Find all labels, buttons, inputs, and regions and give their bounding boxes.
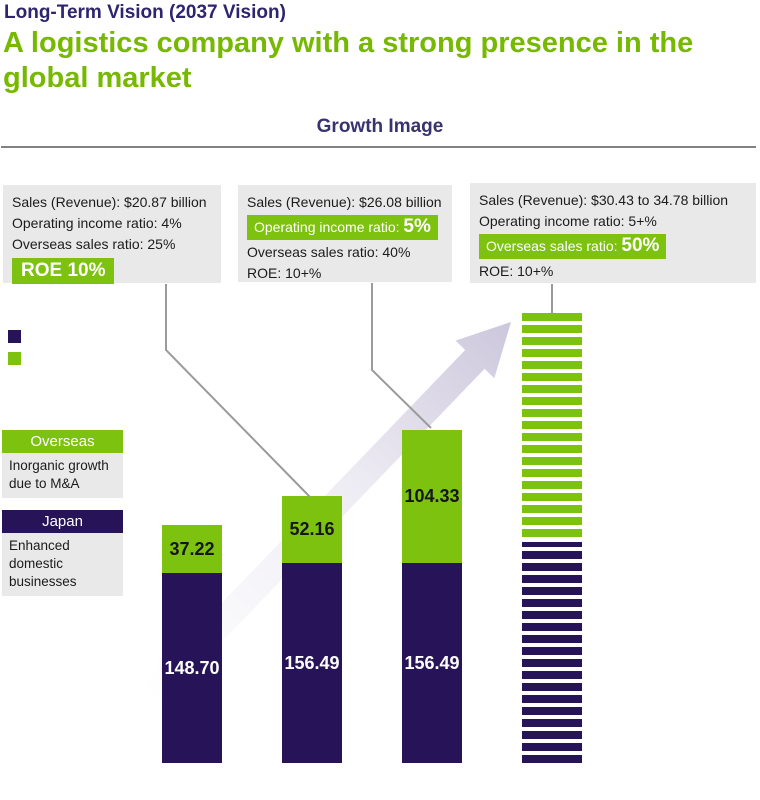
callout-box-midterm: Sales (Revenue): $26.08 billion Operatin… — [238, 185, 452, 282]
bar1-japan-segment: 148.70 — [162, 573, 222, 763]
overseas-ratio-highlight-badge: Overseas sales ratio: 50% — [479, 234, 667, 259]
bar2-overseas-segment: 52.16 — [282, 496, 342, 563]
bar1-overseas-segment: 37.22 — [162, 525, 222, 573]
legend-card-overseas: Overseas Inorganic growth due to M&A — [2, 430, 123, 498]
bar3-japan-segment: 156.49 — [402, 563, 462, 763]
bar3-overseas-segment: 104.33 — [402, 430, 462, 563]
badge-value: 5% — [403, 216, 431, 237]
callout-line: Sales (Revenue): $26.08 billion — [247, 194, 442, 210]
eyebrow-title: Long-Term Vision (2037 Vision) — [4, 2, 286, 23]
bar2-japan-value: 156.49 — [284, 652, 340, 673]
legend-japan-title: Japan — [2, 510, 123, 533]
callout-line: ROE: 10+% — [247, 265, 322, 281]
bar1-japan-value: 148.70 — [164, 657, 220, 678]
operating-income-highlight-badge: Operating income ratio: 5% — [247, 215, 438, 240]
page-title: A logistics company with a strong presen… — [3, 27, 694, 94]
japan-legend-swatch — [8, 330, 21, 343]
callout-line: Overseas sales ratio: 25% — [12, 236, 176, 252]
callout-line: Sales (Revenue): $30.43 to 34.78 billion — [479, 192, 729, 208]
roe-highlight-badge: ROE 10% — [12, 258, 115, 284]
section-heading: Growth Image — [316, 116, 444, 137]
badge-label: Overseas sales ratio: — [486, 238, 622, 254]
callout-line: Operating income ratio: 5+% — [479, 213, 657, 229]
bar2-japan-segment: 156.49 — [282, 563, 342, 763]
callout-line: Operating income ratio: 4% — [12, 215, 182, 231]
section-divider — [1, 146, 756, 148]
callout-line: Sales (Revenue): $20.87 billion — [12, 194, 207, 210]
callout-line: ROE: 10+% — [479, 263, 554, 279]
callout-line: Overseas sales ratio: 40% — [247, 244, 411, 260]
bar1-overseas-value: 37.22 — [169, 538, 215, 559]
legend-overseas-desc: Inorganic growth due to M&A — [2, 453, 123, 498]
legend-overseas-title: Overseas — [2, 430, 123, 453]
vision-bar-overseas-stripes — [522, 313, 582, 537]
bar-column-3: 104.33 156.49 — [402, 430, 462, 763]
bar-column-1: 37.22 148.70 — [162, 525, 222, 763]
legend-japan-desc: Enhanced domestic businesses — [2, 533, 123, 596]
badge-value: 50% — [621, 235, 660, 256]
bar2-overseas-value: 52.16 — [289, 519, 335, 539]
bar-column-2: 52.16 156.49 — [282, 496, 342, 763]
bar3-overseas-value: 104.33 — [404, 486, 460, 506]
callout-box-vision: Sales (Revenue): $30.43 to 34.78 billion… — [470, 183, 756, 283]
legend-card-japan: Japan Enhanced domestic businesses — [2, 510, 123, 596]
vision-bar-japan-stripes — [522, 542, 582, 763]
badge-label: Operating income ratio: — [254, 219, 404, 235]
callout-box-current: Sales (Revenue): $20.87 billion Operatin… — [3, 185, 221, 284]
overseas-legend-swatch — [8, 352, 21, 365]
bar3-japan-value: 156.49 — [404, 652, 460, 673]
